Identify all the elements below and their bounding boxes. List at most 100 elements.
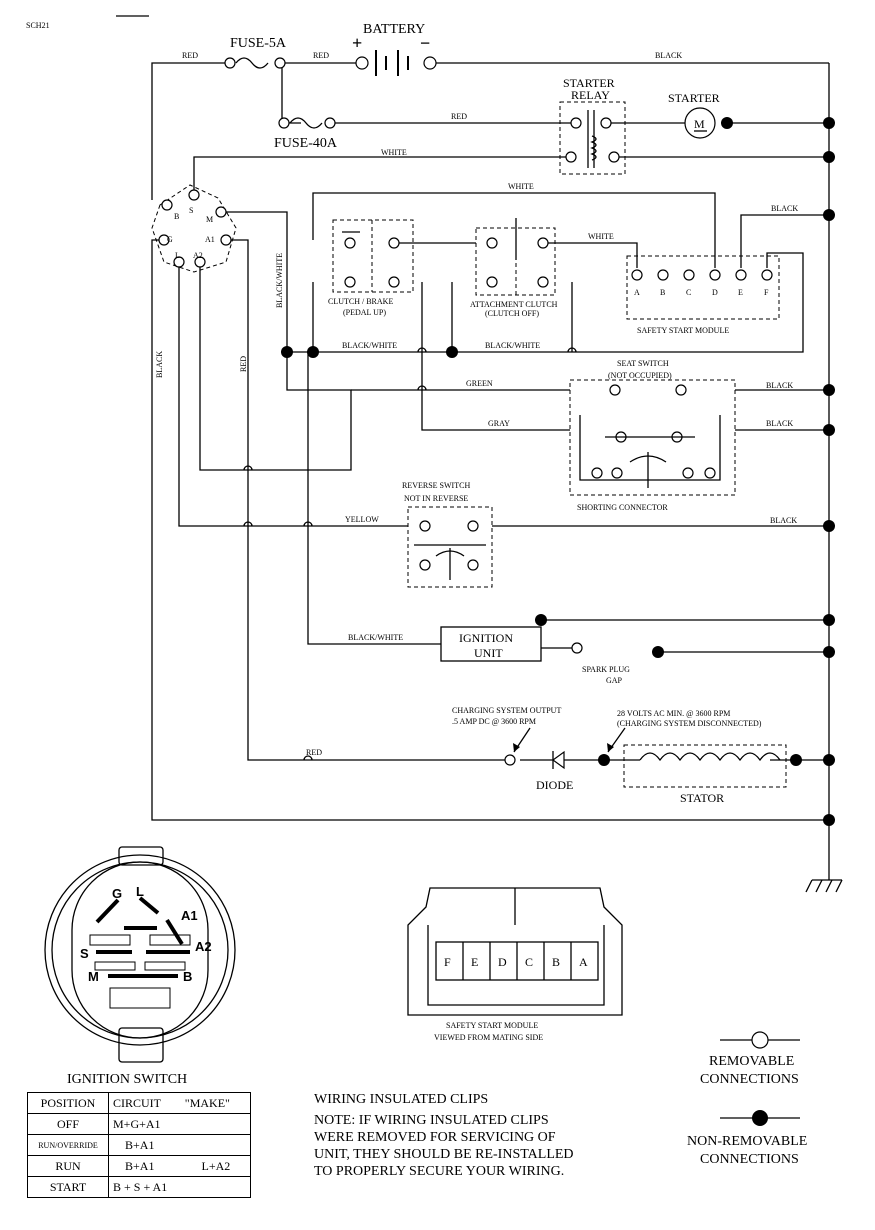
module-terminal-f: F [764,288,769,297]
motor-symbol: M [694,117,705,131]
fuse-40a-label: FUSE-40A [274,136,338,151]
wire-label-gray: GRAY [488,419,510,428]
table-row: RUN/OVERRIDE B+A1 [27,1134,251,1156]
schematic-code: SCH21 [26,21,50,30]
charging-output-label-2: .5 AMP DC @ 3600 RPM [452,717,536,726]
module-terminal-e: E [738,288,743,297]
table-cell-position: RUN [27,1155,109,1177]
fuse-40a [278,117,336,129]
terminal-a1-label: A1 [205,235,215,244]
battery-minus: − [420,33,430,53]
notes-line-1: NOTE: IF WIRING INSULATED CLIPS [314,1113,549,1128]
spark-plug-label-1: SPARK PLUG [582,665,630,674]
battery-plus: + [352,33,362,53]
starter-label: STARTER [668,91,720,105]
wire-label-black-2: BLACK [771,204,798,213]
connector-pin-f: F [444,955,451,969]
table-header-position: POSITION [27,1092,109,1114]
legend-non-removable-1: NON-REMOVABLE [687,1134,807,1149]
table-cell-make: L+A2 [197,1155,251,1177]
wire-label-white-3: WHITE [588,232,614,241]
ign-face-g: G [112,886,122,901]
ignition-circuit-table: POSITION CIRCUIT "MAKE" OFF M+G+A1 RUN/O… [27,1092,251,1198]
wire-label-red-3: RED [451,112,467,121]
wire-label-black-1: BLACK [655,51,682,60]
starter-motor: M [684,107,716,139]
wire-label-red-1: RED [182,51,198,60]
starter-relay-label-1: STARTER [563,76,615,90]
table-cell-position: START [27,1176,109,1198]
wire-crossovers [243,347,577,761]
table-cell-position: RUN/OVERRIDE [27,1134,109,1156]
ign-face-m: M [88,969,99,984]
charging-output-label-1: CHARGING SYSTEM OUTPUT [452,706,561,715]
charging-volts-label-2: (CHARGING SYSTEM DISCONNECTED) [617,719,762,728]
wires [151,62,843,893]
ignition-unit [440,626,583,662]
notes-line-2: WERE REMOVED FOR SERVICING OF [314,1130,556,1145]
legend-removable-1: REMOVABLE [709,1054,794,1069]
terminal-s-label: S [189,206,193,215]
table-row: START B + S + A1 [27,1176,251,1198]
connector-pin-b: B [552,955,560,969]
terminal-l-label: L [175,251,180,260]
non-removable-connections [281,117,835,826]
wire-label-white-2: WHITE [508,182,534,191]
legend-removable-2: CONNECTIONS [700,1072,799,1087]
module-terminal-d: D [712,288,718,297]
starter-relay [559,101,626,175]
ign-face-s: S [80,946,89,961]
table-row: OFF M+G+A1 [27,1113,251,1135]
reverse-switch [407,506,493,588]
wire-label-red-4: RED [306,748,322,757]
battery-label: BATTERY [363,22,425,37]
wire-label-bw-3: BLACK/WHITE [348,633,403,642]
wire-label-black-5: BLACK [770,516,797,525]
wire-label-green: GREEN [466,379,493,388]
table-cell-make [197,1134,251,1156]
table-header-circuit-make: CIRCUIT "MAKE" [108,1092,251,1114]
stator-label: STATOR [680,791,724,805]
reverse-switch-label-2: NOT IN REVERSE [404,494,468,503]
table-header-circuit: CIRCUIT [113,1095,161,1110]
diode [504,750,565,770]
terminal-a2-label: A2 [193,251,203,260]
battery [355,50,437,76]
charging-volts-label-1: 28 VOLTS AC MIN. @ 3600 RPM [617,709,730,718]
wire-label-bw-2: BLACK/WHITE [485,341,540,350]
table-cell-position: OFF [27,1113,109,1135]
diode-label: DIODE [536,778,573,792]
module-terminal-a: A [634,288,640,297]
safety-start-module [626,255,780,320]
wire-label-yellow: YELLOW [345,515,379,524]
connector-pin-e: E [471,955,478,969]
fuse-5a [224,57,286,69]
wire-label-black-3: BLACK [766,381,793,390]
legend-non-removable-2: CONNECTIONS [700,1152,799,1167]
ignition-switch-terminals: B S M G L A2 A1 [151,184,237,273]
table-header-row: POSITION CIRCUIT "MAKE" [27,1092,251,1114]
ign-face-l: L [136,884,144,899]
ignition-switch-title: IGNITION SWITCH [67,1072,187,1087]
attachment-clutch-switch [475,218,556,296]
stator [623,744,787,788]
ignition-unit-label-1: IGNITION [459,631,513,645]
terminal-m-label: M [206,215,213,224]
wire-label-bw-vertical: BLACK/WHITE [275,253,284,308]
connector-caption-2: VIEWED FROM MATING SIDE [434,1033,543,1042]
ign-face-a2: A2 [195,939,212,954]
connector-pin-d: D [498,955,507,969]
attachment-clutch-label-1: ATTACHMENT CLUTCH [470,300,558,309]
wire-label-white-1: WHITE [381,148,407,157]
ign-face-a1: A1 [181,908,198,923]
table-cell-circuit: B+A1 [107,1134,198,1156]
wire-label-bw-1: BLACK/WHITE [342,341,397,350]
wire-label-black-4: BLACK [766,419,793,428]
legend: REMOVABLE CONNECTIONS NON-REMOVABLE CONN… [687,1031,807,1167]
table-cell-make [197,1113,251,1135]
ign-face-b: B [183,969,192,984]
ignition-switch-face: G L A1 S A2 M B [44,846,236,1063]
connector-pin-a: A [579,955,588,969]
seat-switch [569,379,736,496]
